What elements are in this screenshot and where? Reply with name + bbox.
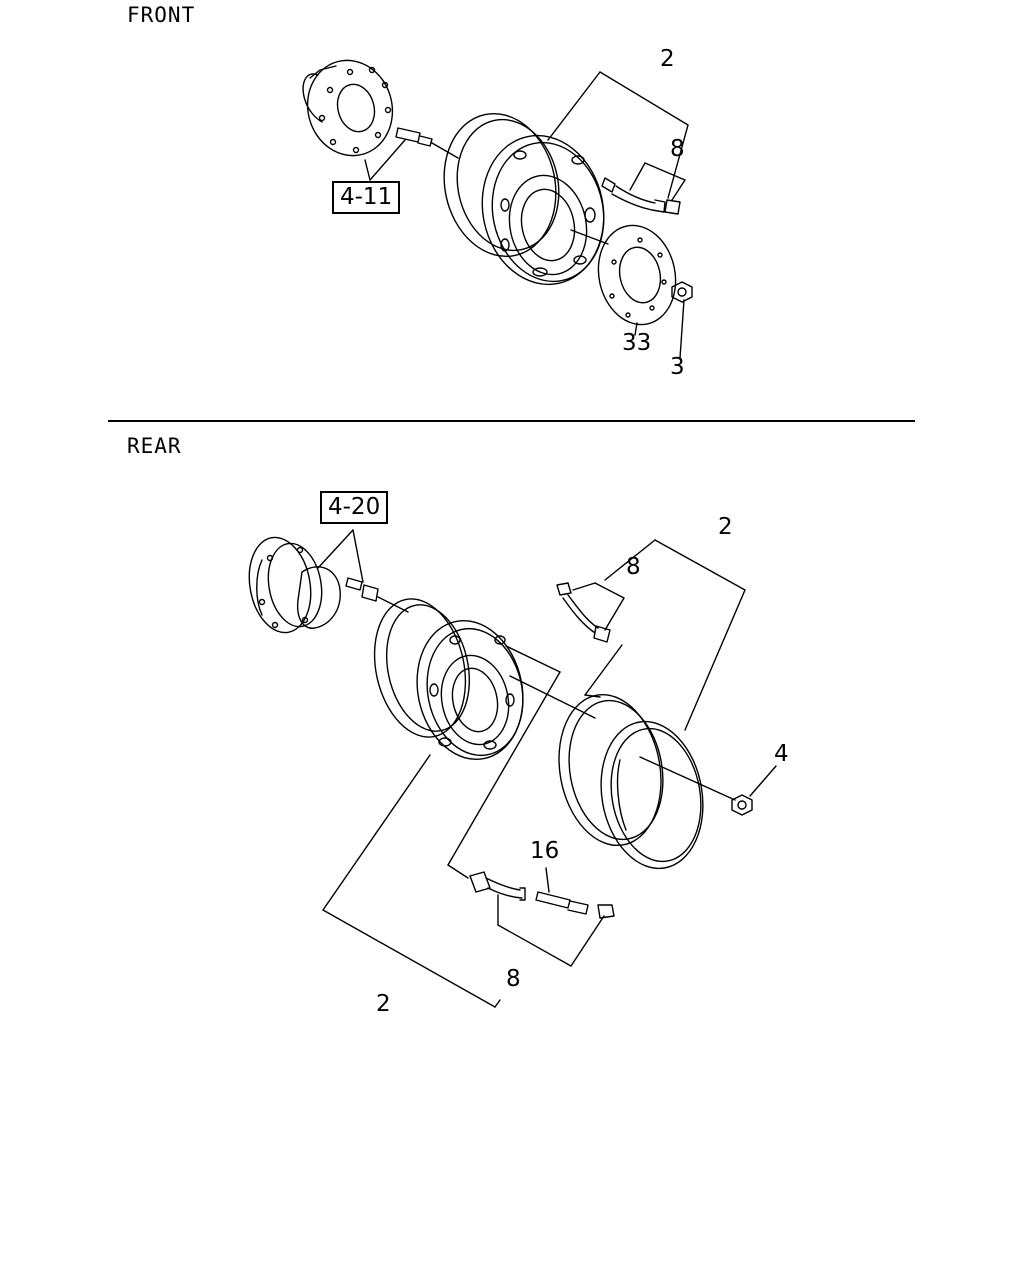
rear-callout-inner-valve: 8 (626, 554, 641, 580)
rear-section-title: REAR (127, 434, 182, 458)
rear-callout-outer-wheel: 2 (376, 991, 391, 1017)
front-callout-wheel: 2 (660, 46, 675, 72)
rear-callout-nut: 4 (774, 741, 789, 767)
rear-outer-wheel-rim (362, 590, 535, 769)
front-valve-extension (602, 178, 680, 214)
front-callout-valve: 8 (670, 136, 685, 162)
front-hub-bolt (396, 128, 458, 158)
front-wheel-nut (672, 282, 692, 302)
front-callout-plate: 33 (622, 330, 652, 356)
rear-valve-extension (536, 892, 614, 918)
rear-callout-inner-wheel: 2 (718, 514, 733, 540)
front-hub-assembly (297, 51, 403, 165)
front-wheel-rim (431, 103, 617, 296)
front-section-title: FRONT (127, 3, 196, 27)
rear-inner-wheel-rim (548, 686, 715, 876)
rear-callout-extension: 16 (530, 838, 560, 864)
rear-outer-valve (470, 872, 525, 900)
rear-callout-outer-valve: 8 (506, 966, 521, 992)
rear-inner-valve (557, 583, 610, 642)
rear-reference-box[interactable]: 4-20 (320, 491, 389, 524)
rear-hub-bolt (346, 578, 408, 612)
rear-hub-assembly (242, 533, 340, 638)
front-outer-plate (589, 218, 684, 332)
rear-wheel-nut (732, 795, 752, 815)
front-callout-nut: 3 (670, 354, 685, 380)
section-divider (108, 420, 915, 422)
front-reference-box[interactable]: 4-11 (332, 181, 401, 214)
